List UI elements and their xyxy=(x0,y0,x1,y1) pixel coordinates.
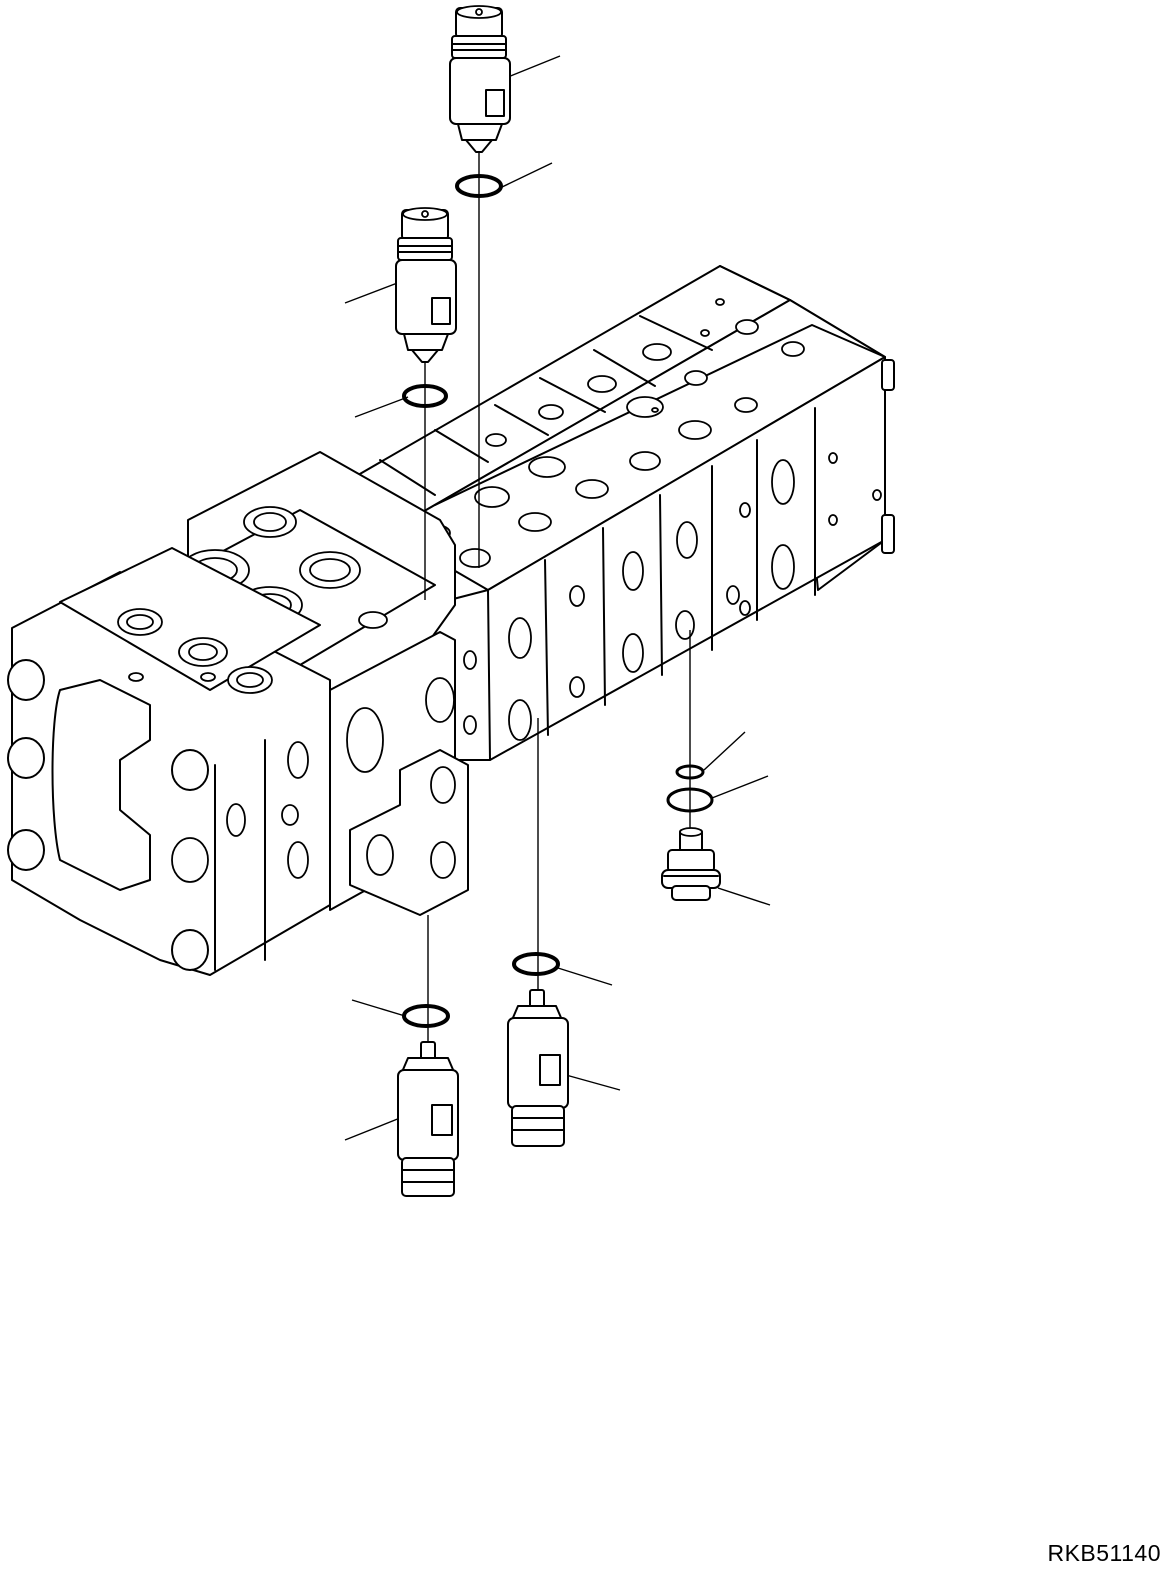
o-ring-lower-center xyxy=(512,952,560,976)
callout-lines xyxy=(344,55,771,1141)
drawing-code-label: RKB51140 xyxy=(1047,1540,1161,1566)
relief-valve-upper-left xyxy=(395,207,457,363)
relief-valve-lower-left xyxy=(397,1041,459,1197)
relief-valve-top xyxy=(449,5,511,153)
o-ring-small-right xyxy=(675,764,705,780)
control-valve-assembly xyxy=(7,265,895,976)
side-ports xyxy=(463,452,882,741)
plug-right xyxy=(661,827,721,901)
relief-valve-lower-center xyxy=(507,989,569,1147)
cap-bolts xyxy=(7,659,209,971)
o-ring-lower-left xyxy=(402,1004,450,1028)
o-ring-top xyxy=(455,174,503,198)
o-ring-large-right xyxy=(666,787,714,813)
centerlines xyxy=(424,150,691,1050)
o-ring-upper-left xyxy=(402,384,448,408)
